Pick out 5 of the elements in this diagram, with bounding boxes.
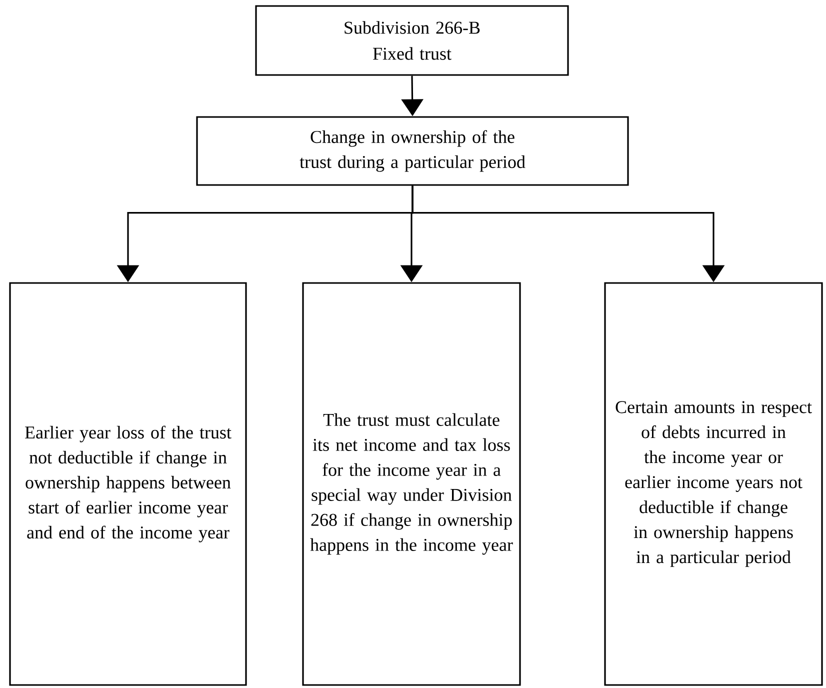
text-box: Change in ownership of the trust during a particular period: [196, 116, 629, 186]
text-box: Earlier year loss of the trust not deductible if change in ownership happens between start of earlier income year and end of the income year: [9, 282, 247, 686]
text-box: Subdivision 266-B Fixed trust: [255, 5, 569, 76]
text-box: The trust must calculate its net income and tax loss for the income year in a special way under Division 268 if change in ownership happens in the income year: [302, 282, 521, 686]
text-box: Certain amounts in respect of debts incurred in the income year or earlier income years not deductible if change in ownership happens in a particular period: [604, 282, 823, 686]
